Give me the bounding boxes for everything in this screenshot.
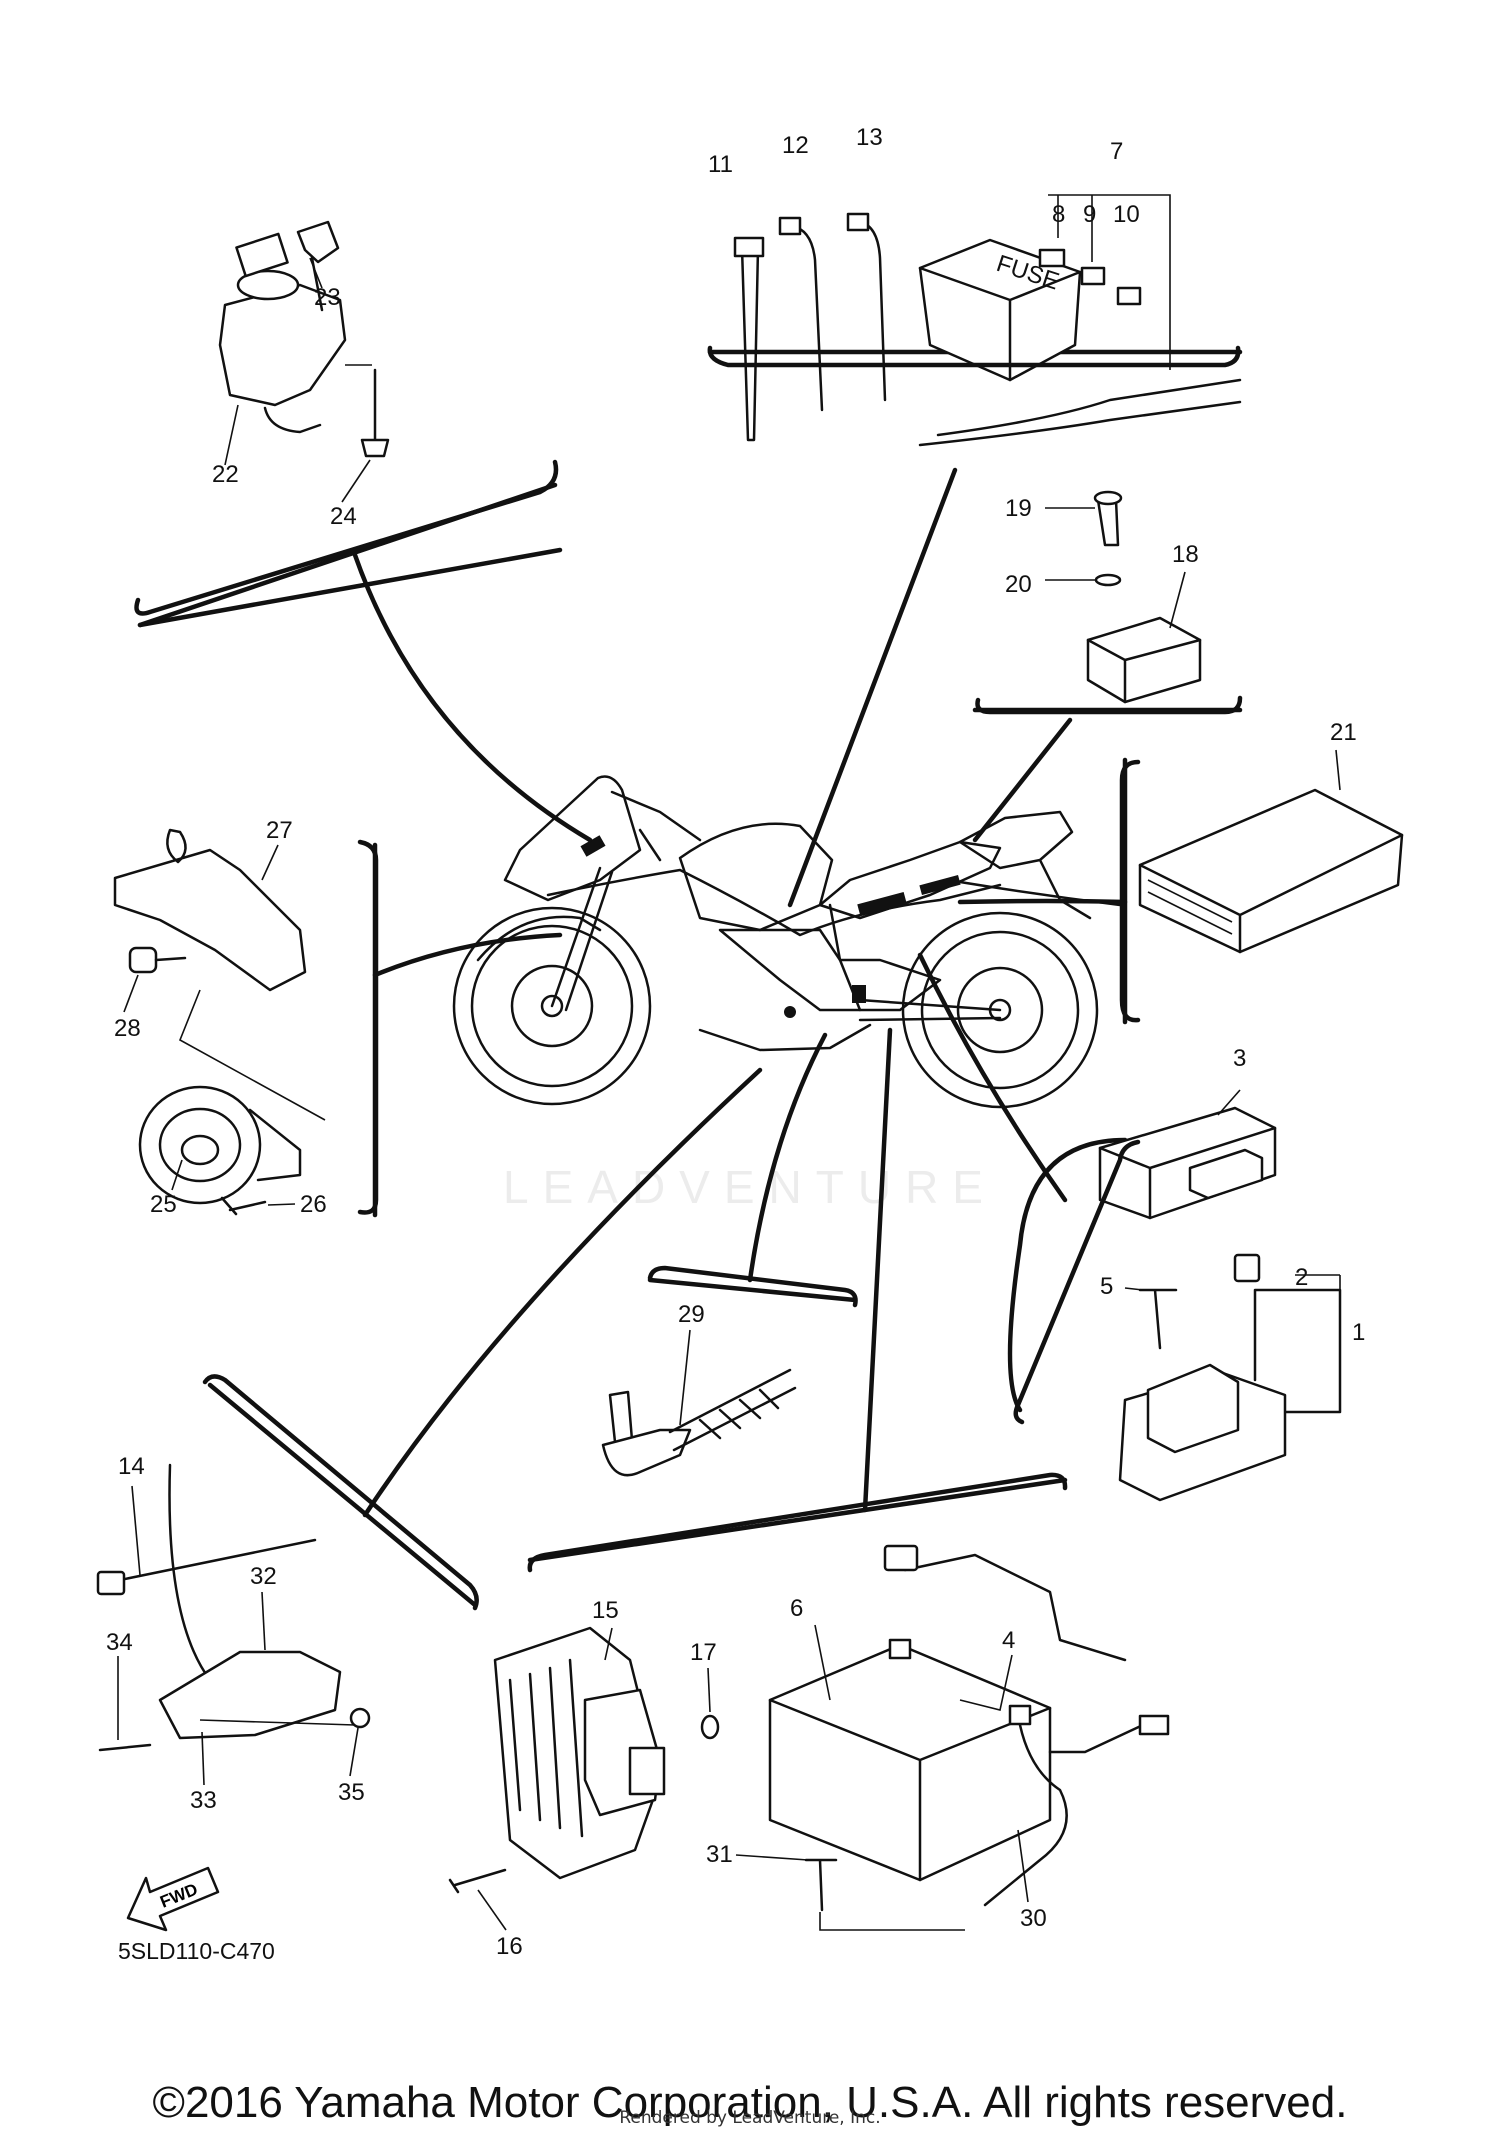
callout-17: 17	[690, 1639, 717, 1666]
callout-19: 19	[1005, 495, 1032, 522]
callout-31: 31	[706, 1841, 733, 1868]
diagram-code: 5SLD110-C470	[118, 1938, 275, 1964]
callout-9: 9	[1083, 201, 1096, 228]
section-brackets	[134, 345, 1243, 1611]
ecu-group	[1138, 788, 1404, 954]
callout-16: 16	[496, 1933, 523, 1960]
starter-relay-group	[1098, 1106, 1342, 1502]
leadventure-watermark: LEADVENTURE	[503, 1161, 997, 1213]
callout-27: 27	[266, 817, 293, 844]
fwd-arrow: FWD	[126, 1866, 220, 1932]
callout-30: 30	[1020, 1905, 1047, 1932]
callout-15: 15	[592, 1597, 619, 1624]
callout-23: 23	[314, 284, 341, 311]
sensor-bracket-group	[96, 1463, 371, 1752]
relay-group	[1045, 490, 1202, 704]
callout-21: 21	[1330, 719, 1357, 746]
callout-leaders	[117, 257, 1341, 1931]
callout-3: 3	[1233, 1045, 1246, 1072]
callout-14: 14	[118, 1453, 145, 1480]
callout-numbers: 1 2 3 4 5 6 7 8 9 10 11 12 13 14 15 16 1…	[106, 124, 1365, 1960]
callout-5: 5	[1100, 1273, 1113, 1300]
callout-29: 29	[678, 1301, 705, 1328]
callout-20: 20	[1005, 571, 1032, 598]
callout-6: 6	[790, 1595, 803, 1622]
horn-group	[113, 828, 326, 1216]
rendered-by-text: Rendered by LeadVenture, Inc.	[619, 2108, 881, 2128]
callout-7: 7	[1110, 138, 1123, 165]
callout-28: 28	[114, 1015, 141, 1042]
callout-26: 26	[300, 1191, 327, 1218]
main-switch-group	[218, 220, 390, 458]
callout-35: 35	[338, 1779, 365, 1806]
leader-lines	[137, 349, 1243, 1608]
callout-8: 8	[1052, 201, 1065, 228]
battery-group	[768, 1544, 1170, 1931]
callout-11: 11	[708, 151, 733, 178]
callout-22: 22	[212, 461, 239, 488]
fuse-box-group: FUSE	[733, 194, 1242, 447]
copyright-text: ©2016 Yamaha Motor Corporation, U.S.A. A…	[152, 2078, 1348, 2127]
callout-25: 25	[150, 1191, 177, 1218]
callout-32: 32	[250, 1563, 277, 1590]
callout-33: 33	[190, 1787, 217, 1814]
callout-12: 12	[782, 132, 809, 159]
callout-1: 1	[1352, 1319, 1365, 1346]
motorcycle-illustration	[452, 775, 1122, 1109]
callout-18: 18	[1172, 541, 1199, 568]
callout-34: 34	[106, 1629, 133, 1656]
callout-10: 10	[1113, 201, 1140, 228]
callout-24: 24	[330, 503, 357, 530]
rectifier-group	[448, 1626, 720, 1894]
callout-4: 4	[1002, 1627, 1015, 1654]
neutral-switch-group	[601, 1368, 797, 1477]
callout-2: 2	[1295, 1264, 1308, 1291]
callout-13: 13	[856, 124, 883, 151]
